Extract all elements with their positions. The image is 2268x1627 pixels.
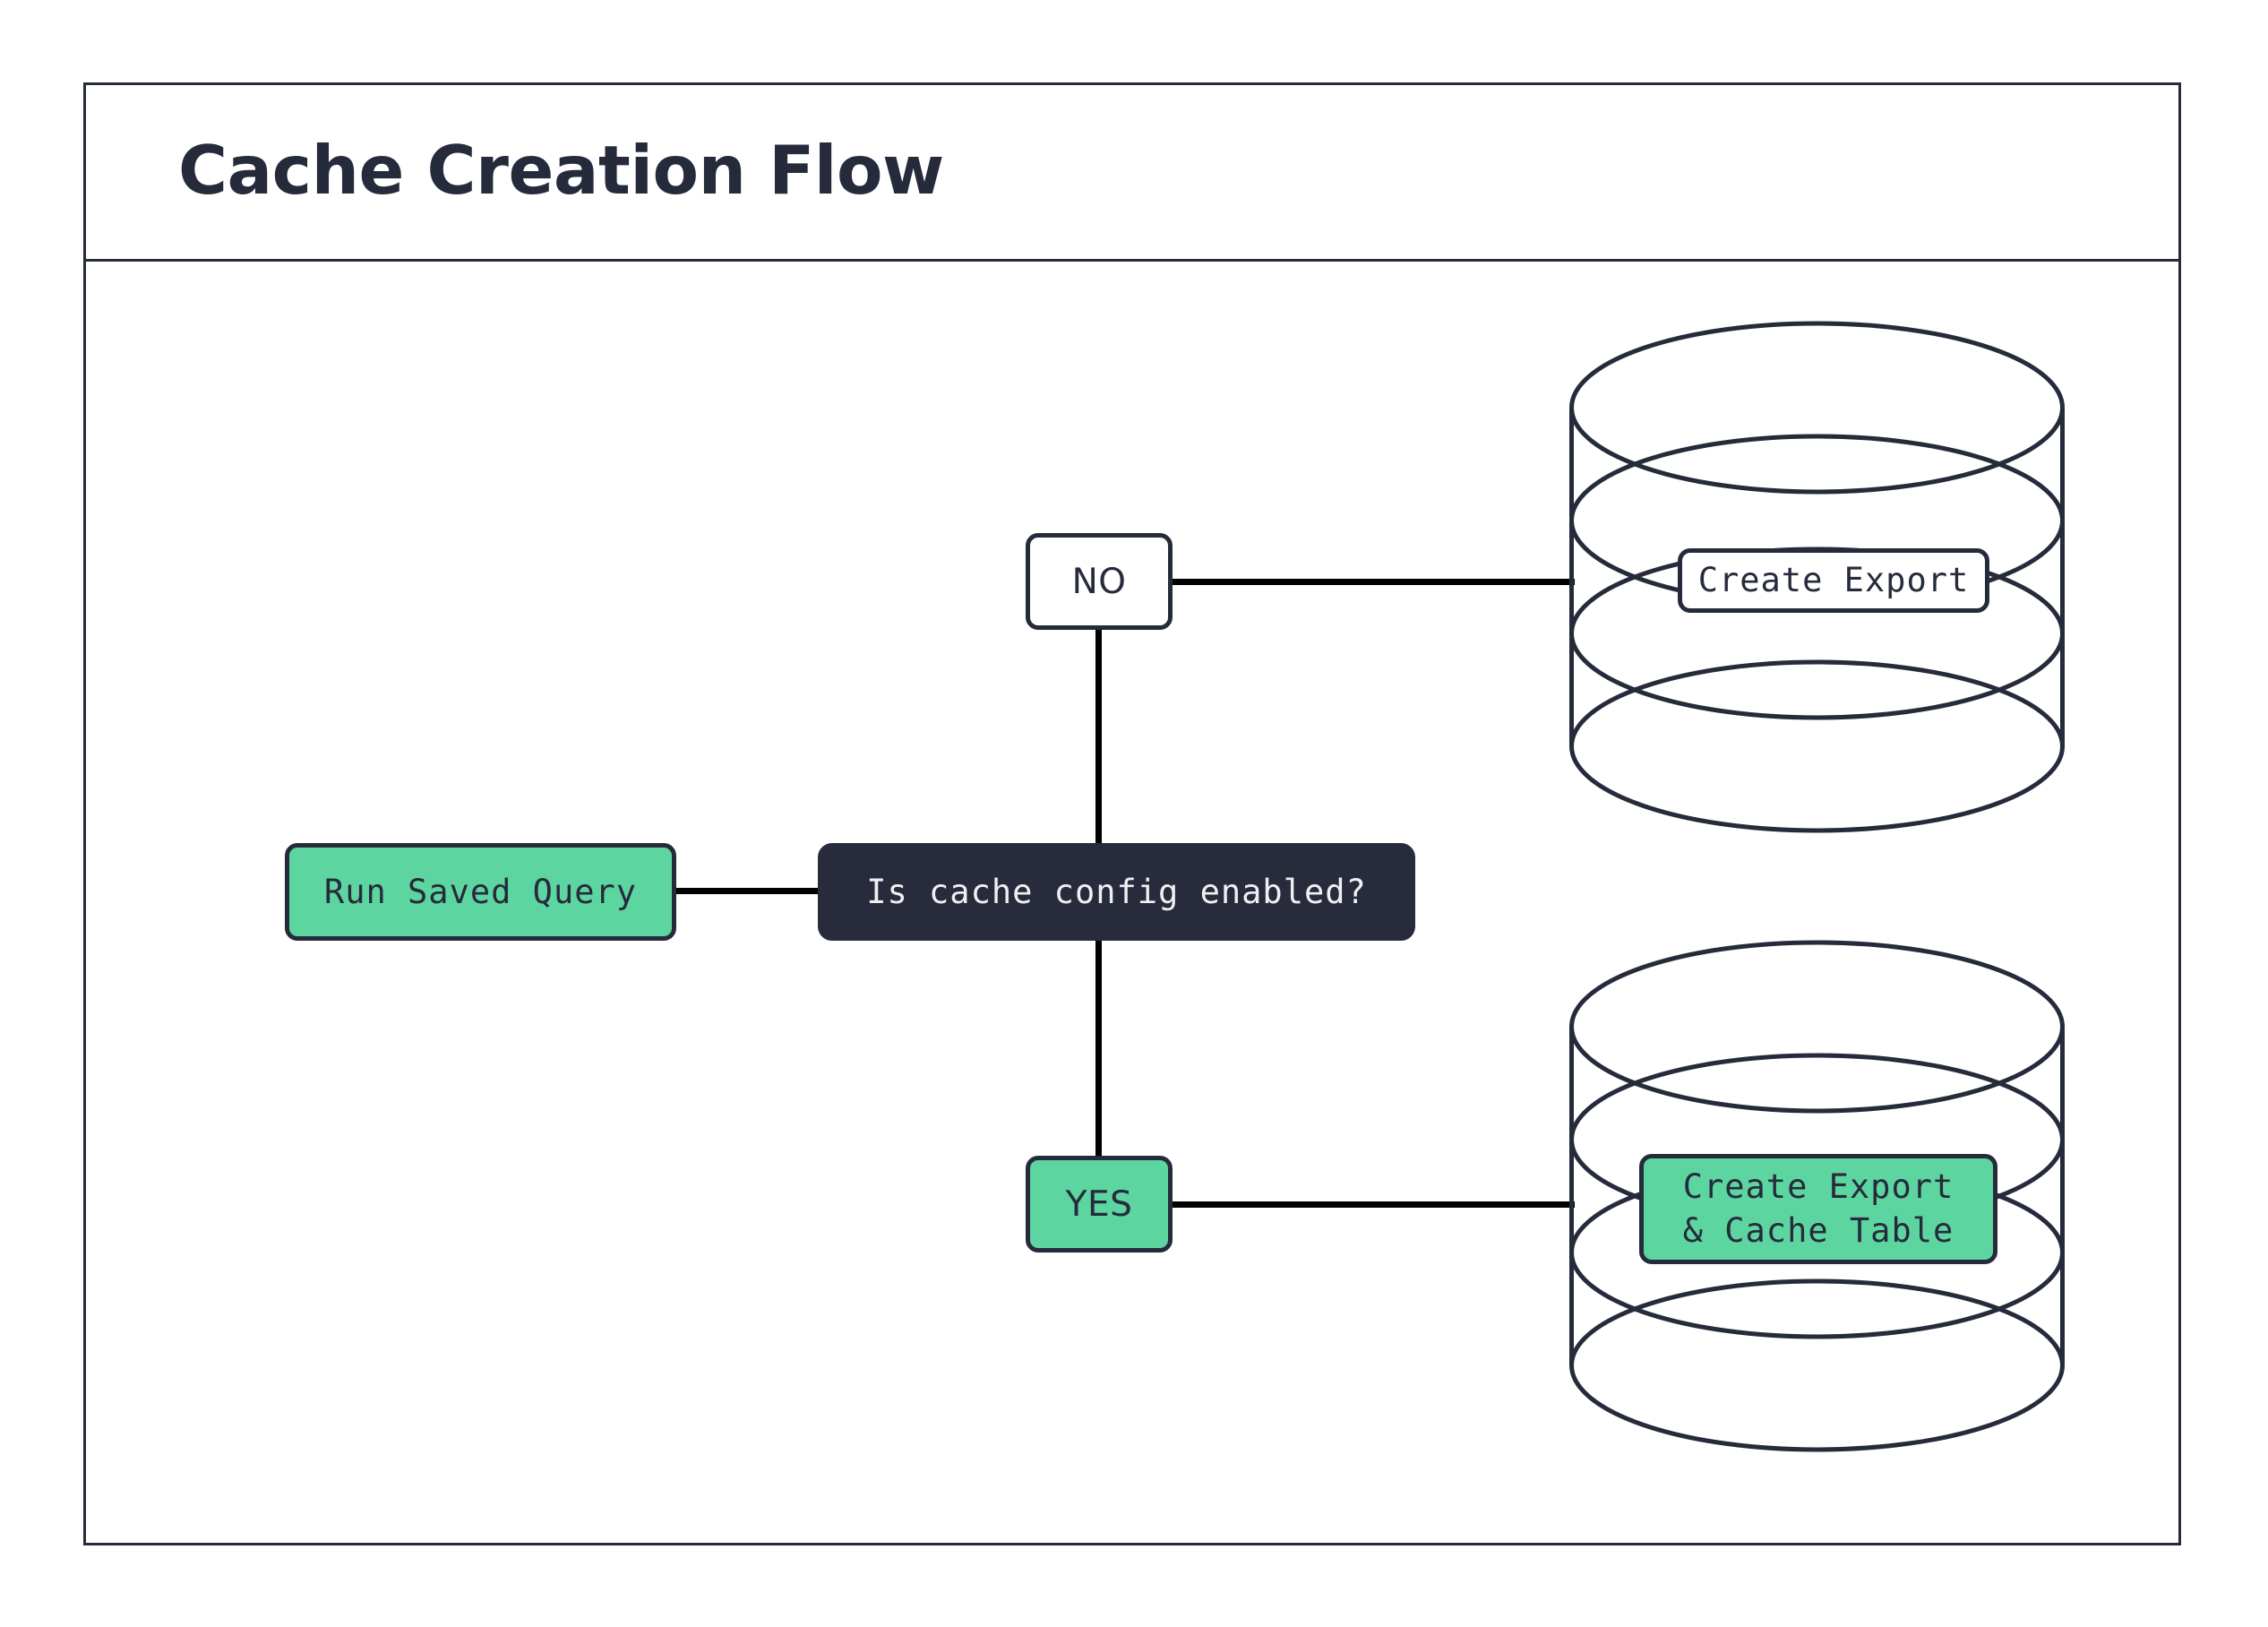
db-export-label[interactable]: Create Export: [1678, 548, 1989, 613]
diagram-header: Cache Creation Flow: [83, 82, 2181, 262]
diagram-frame: [83, 82, 2181, 1545]
page-title: Cache Creation Flow: [178, 131, 944, 210]
database-cylinder-export[interactable]: [1569, 321, 2065, 833]
edge-no-to-db-export: [1172, 579, 1575, 585]
edge-yes-to-db-export-cache: [1172, 1201, 1575, 1208]
edge-decision-to-no: [1095, 627, 1102, 846]
node-branch-yes[interactable]: YES: [1026, 1156, 1173, 1253]
node-decision-is-cache-config-enabled[interactable]: Is cache config enabled?: [818, 843, 1415, 941]
node-run-saved-query[interactable]: Run Saved Query: [285, 843, 676, 941]
edge-decision-to-yes: [1095, 939, 1102, 1158]
node-branch-no[interactable]: NO: [1026, 533, 1173, 630]
edge-run-saved-query-to-decision: [676, 888, 818, 894]
db-export-cache-label[interactable]: Create Export & Cache Table: [1639, 1154, 1997, 1264]
